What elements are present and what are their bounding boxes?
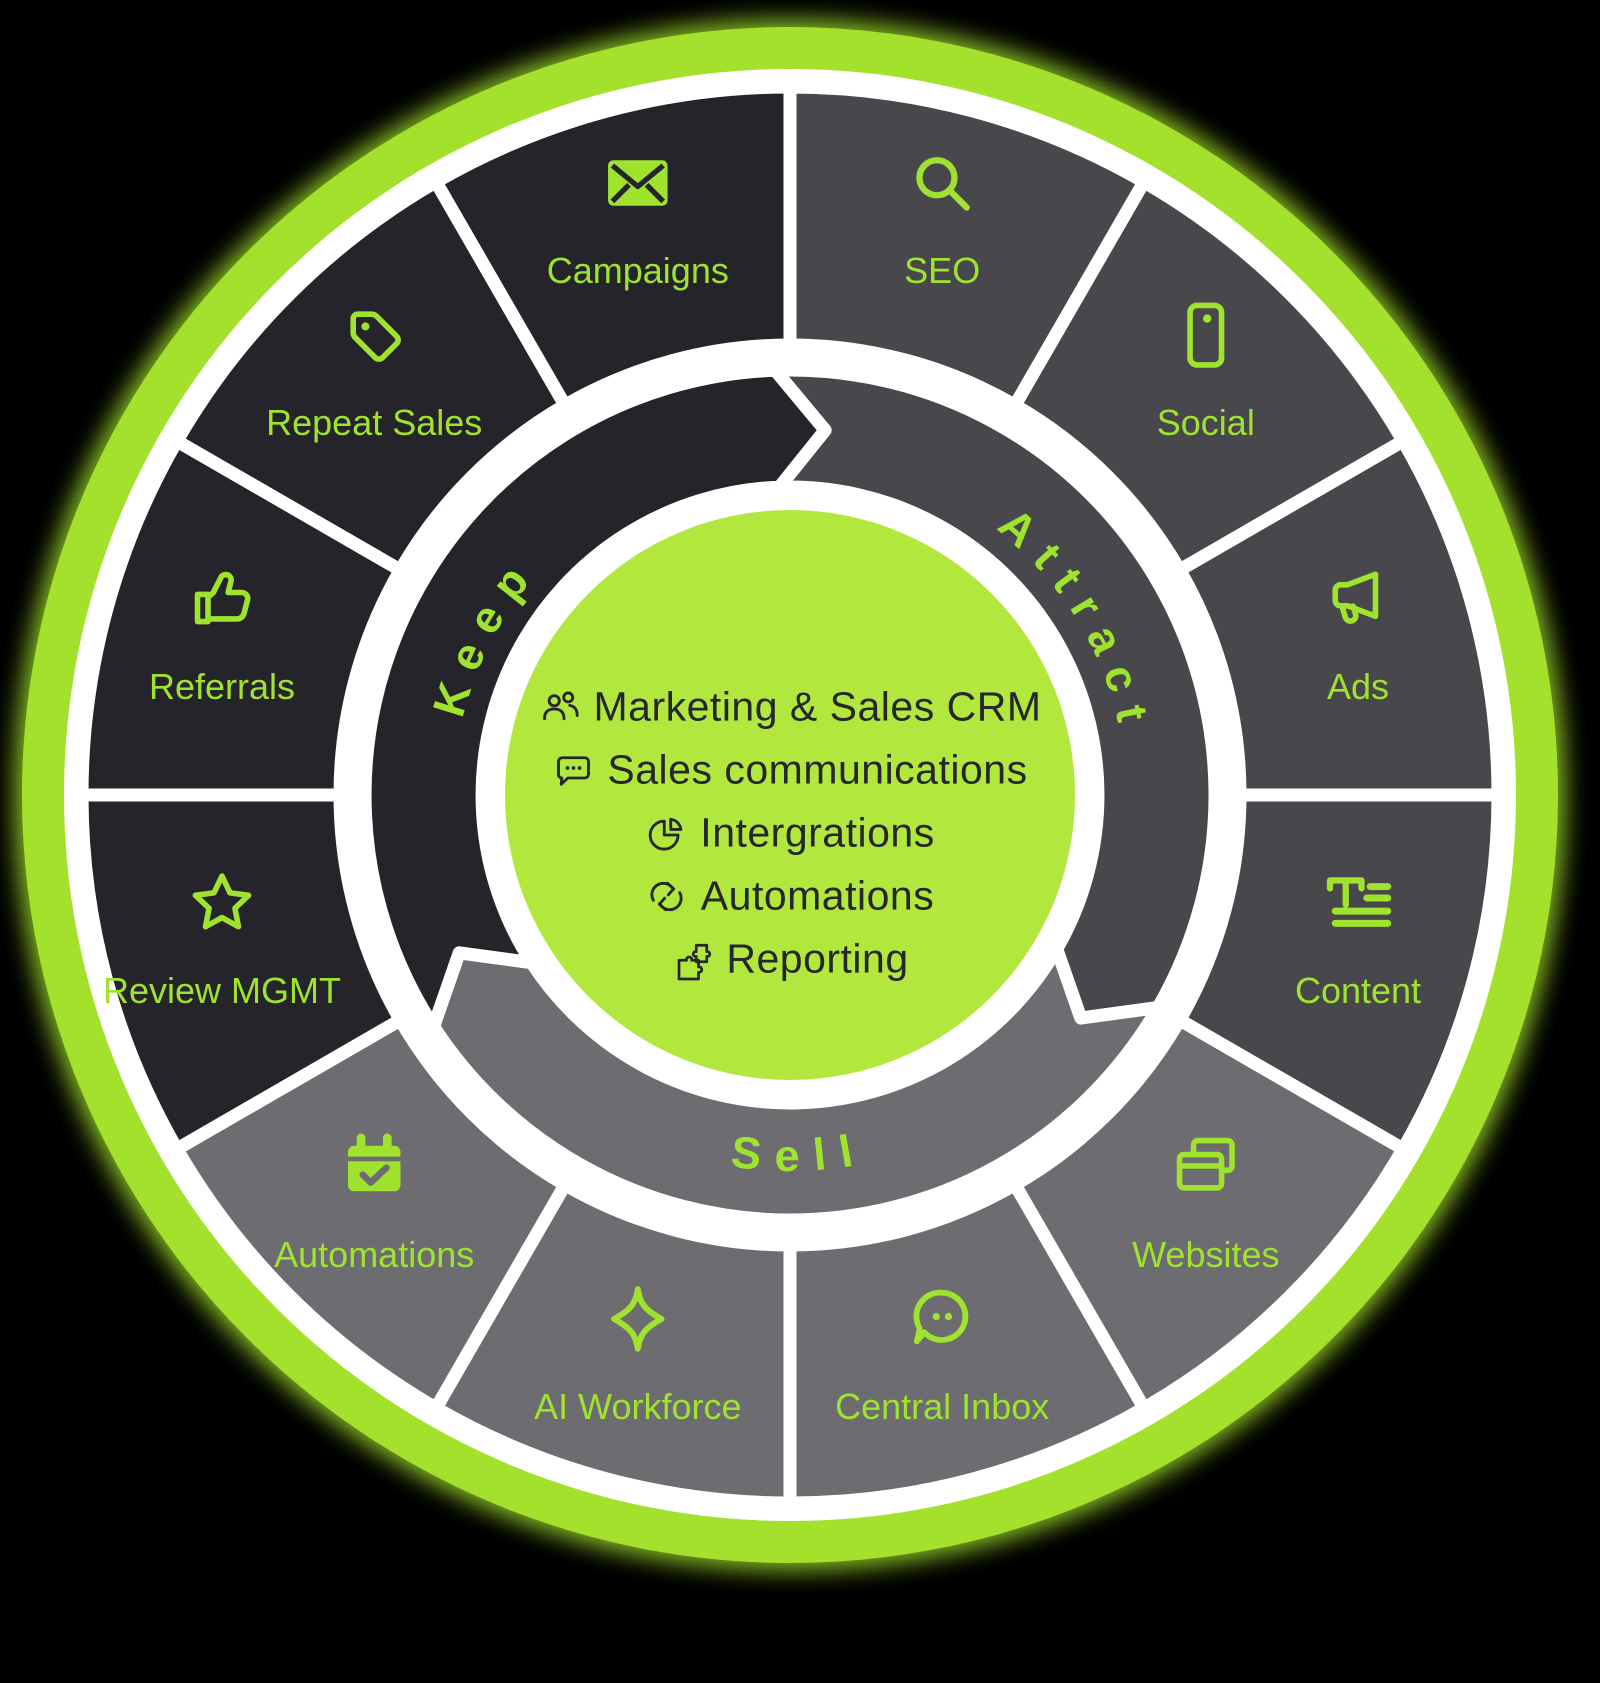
megaphone-icon bbox=[1332, 571, 1379, 624]
calendar-check-icon bbox=[347, 1133, 401, 1192]
capability-label: Marketing & Sales CRM bbox=[593, 683, 1042, 730]
chat-bubble-icon bbox=[913, 1289, 969, 1345]
puzzle-icon bbox=[677, 943, 711, 980]
capability-label: Reporting bbox=[726, 935, 909, 982]
capability-item: Sales communications bbox=[552, 747, 1027, 794]
sparkle-icon bbox=[611, 1286, 665, 1352]
outer-green-ring bbox=[22, 27, 1558, 1563]
segment-label: Websites bbox=[1132, 1234, 1279, 1275]
search-icon bbox=[916, 157, 970, 211]
segment-label: Review MGMT bbox=[103, 970, 341, 1011]
capability-label: Automations bbox=[700, 872, 935, 919]
people-icon bbox=[543, 691, 579, 720]
pie-chart-icon bbox=[648, 817, 683, 850]
segment-label: Referrals bbox=[149, 666, 295, 707]
envelope-icon bbox=[608, 160, 668, 206]
segment-label: Ads bbox=[1327, 666, 1389, 707]
capability-item: Intergrations bbox=[645, 810, 934, 857]
segment-label: Central Inbox bbox=[835, 1386, 1049, 1427]
tag-icon bbox=[350, 311, 401, 362]
segment-automations: Automations bbox=[170, 1013, 572, 1415]
segment-websites: Websites bbox=[1008, 1013, 1410, 1415]
ring-band-sell bbox=[427, 942, 1165, 1227]
chat-dots-icon bbox=[556, 755, 590, 786]
browser-stack-icon bbox=[1176, 1137, 1235, 1191]
ring-band-attract bbox=[768, 363, 1222, 1025]
capability-item: Marketing & Sales CRM bbox=[539, 684, 1042, 731]
center-capabilities: Marketing & Sales CRM Sales communicatio… bbox=[539, 684, 1042, 983]
center-circle bbox=[505, 510, 1075, 1080]
ring-band-keep bbox=[358, 363, 832, 1033]
phone-icon bbox=[1187, 302, 1225, 368]
capability-label: Sales communications bbox=[607, 746, 1028, 793]
segment-label: Social bbox=[1157, 402, 1255, 443]
segment-label: Repeat Sales bbox=[266, 402, 482, 443]
capability-item: Automations bbox=[646, 873, 934, 920]
star-icon bbox=[192, 873, 252, 930]
capability-item: Reporting bbox=[671, 936, 908, 983]
segment-label: AI Workforce bbox=[534, 1386, 741, 1427]
segment-label: Campaigns bbox=[547, 250, 729, 291]
segment-label: Automations bbox=[274, 1234, 474, 1275]
capability-label: Intergrations bbox=[700, 809, 935, 856]
segment-campaigns: Campaigns bbox=[429, 80, 797, 412]
cycle-arrows-icon bbox=[650, 881, 683, 911]
thumbs-up-icon bbox=[194, 571, 251, 625]
segment-label: SEO bbox=[904, 250, 980, 291]
segment-label: Content bbox=[1295, 970, 1421, 1011]
ring-label-sell: Sell bbox=[729, 1122, 871, 1181]
text-lines-icon bbox=[1326, 877, 1392, 927]
